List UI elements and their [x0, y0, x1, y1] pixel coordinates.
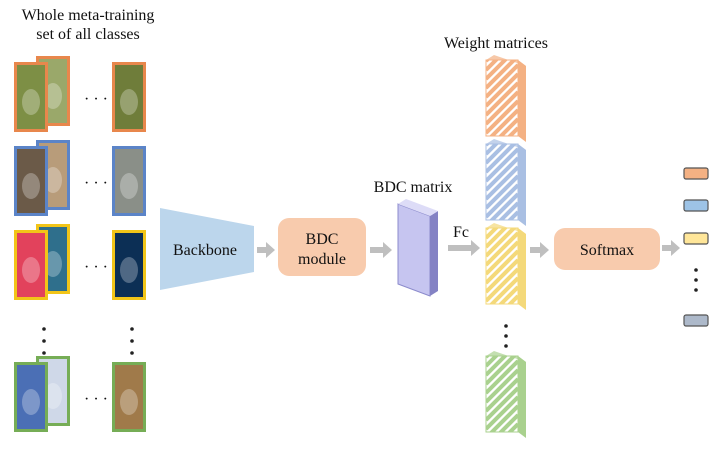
output-bar [683, 314, 709, 327]
class-row: · · · [14, 140, 146, 216]
row-ellipsis: · · · [84, 391, 108, 408]
class-image-front [14, 230, 48, 300]
weight-matrix [485, 139, 526, 226]
class-image-last [112, 362, 146, 432]
class-row: · · · [14, 224, 146, 300]
outputs-vertical-ellipsis [694, 268, 698, 292]
flow-arrow [530, 242, 549, 258]
weight-matrices-stack [485, 55, 526, 438]
dataset-vertical-ellipsis [42, 327, 134, 355]
softmax-label: Softmax [580, 242, 634, 259]
row-ellipsis: · · · [84, 259, 108, 276]
class-image-front [14, 146, 48, 216]
flow-arrow [662, 240, 680, 256]
dataset-title: Whole meta-training set of all classes [2, 6, 174, 44]
backbone-block: Backbone [160, 208, 254, 290]
class-row: · · · [14, 56, 146, 132]
softmax-block: Softmax [554, 228, 660, 270]
fc-label: Fc [453, 224, 469, 241]
bdc-matrix-slab [397, 199, 438, 297]
class-image-front [14, 62, 48, 132]
bdc-module-label-line1: BDC [306, 231, 339, 248]
weight-matrices-label: Weight matrices [443, 35, 548, 52]
output-bar [683, 199, 709, 212]
dataset-title-line1: Whole meta-training [21, 7, 155, 24]
weight-matrix [485, 351, 526, 438]
dataset-title-line2: set of all classes [36, 26, 140, 43]
class-image-last [112, 230, 146, 300]
flow-arrow [448, 240, 480, 256]
weight-matrix [485, 223, 526, 310]
bdc-matrix-label: BDC matrix [373, 179, 453, 196]
output-probabilities [683, 167, 709, 327]
row-ellipsis: · · · [84, 175, 108, 192]
backbone-label: Backbone [173, 242, 237, 259]
bdc-module-label-line2: module [298, 251, 346, 268]
weights-vertical-ellipsis [504, 324, 508, 348]
class-row: · · · [14, 356, 146, 432]
class-image-last [112, 146, 146, 216]
output-bar [683, 167, 709, 180]
bdc-module-block: BDC module [278, 218, 366, 276]
class-image-front [14, 362, 48, 432]
flow-arrow [370, 242, 392, 258]
row-ellipsis: · · · [84, 91, 108, 108]
weight-matrix [485, 55, 526, 142]
flow-arrow [257, 242, 275, 258]
dataset-grid: · · · · · · · · · · · · [14, 56, 146, 432]
flow-arrows [257, 240, 680, 258]
output-bar [683, 232, 709, 245]
class-image-last [112, 62, 146, 132]
